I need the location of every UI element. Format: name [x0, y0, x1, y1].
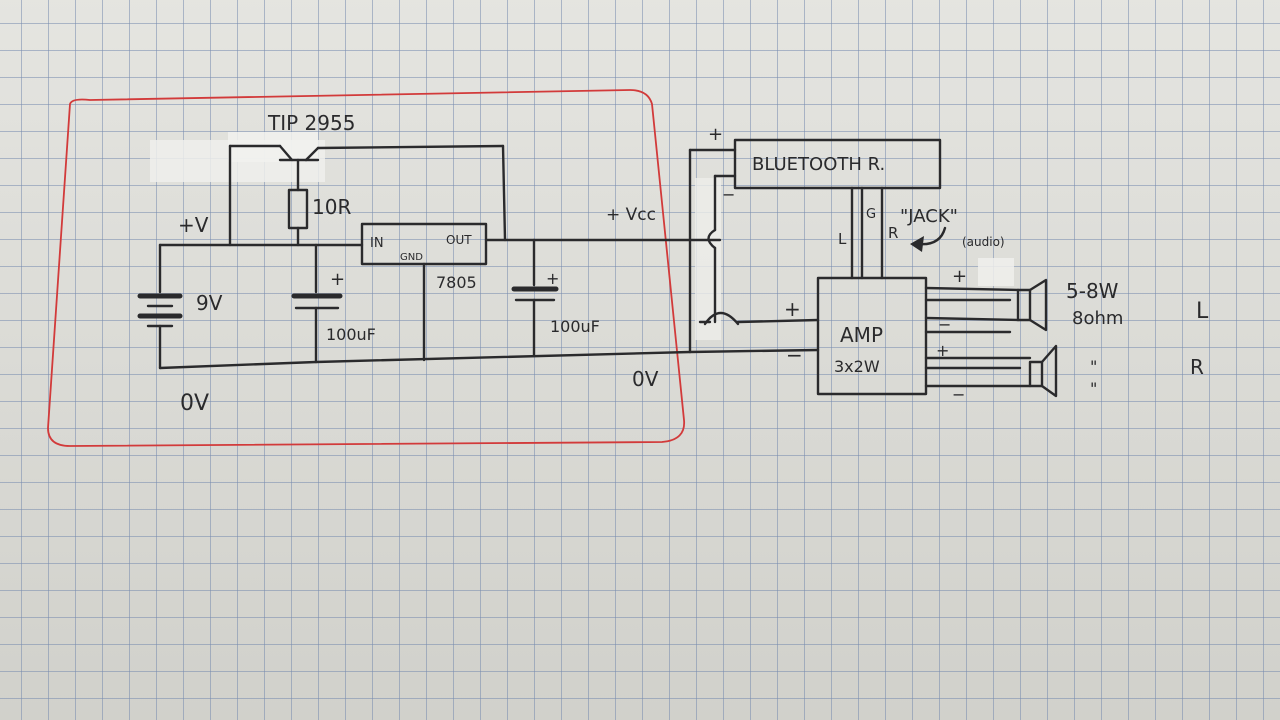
- amp-plus-label: +: [784, 297, 801, 321]
- out-l-plus-label: +: [952, 266, 967, 287]
- amp-name-label: AMP: [840, 323, 883, 347]
- transistor-collector: [304, 146, 320, 162]
- bluetooth-receiver: [733, 138, 942, 190]
- correction-tape: [978, 258, 1014, 286]
- speaker-left-cone: [1028, 278, 1048, 332]
- audio-l-label: L: [838, 230, 847, 248]
- speaker-impedance-label: 8ohm: [1072, 308, 1123, 329]
- jack-arrow-head: [910, 236, 924, 252]
- regulator-gnd-label: GND: [400, 252, 423, 263]
- audio-g-label: G: [866, 207, 876, 222]
- vcc-label: + Vcc: [606, 205, 656, 225]
- wire: [924, 286, 1020, 292]
- regulator-out-label: OUT: [446, 233, 472, 247]
- bt-plus-label: +: [708, 124, 723, 145]
- cap1-plus-label: +: [330, 269, 345, 290]
- zero-v-left-label: 0V: [180, 391, 209, 416]
- speaker-power-label: 5-8W: [1066, 279, 1119, 303]
- power-supply-outline: [47, 89, 685, 447]
- wire: [316, 144, 505, 150]
- audio-note-label: (audio): [962, 235, 1005, 249]
- correction-tape: [695, 178, 721, 340]
- speaker-right: [1028, 360, 1044, 388]
- ditto-mark: ": [1090, 357, 1097, 376]
- regulator-part-label: 7805: [436, 273, 477, 292]
- amplifier: [816, 276, 928, 396]
- out-r-minus-label: −: [952, 385, 965, 404]
- ditto-mark: ": [1090, 379, 1097, 398]
- speaker-r-label: R: [1190, 355, 1204, 379]
- regulator-in-label: IN: [370, 236, 384, 251]
- jack-label: "JACK": [900, 206, 958, 227]
- speaker-l-label: L: [1196, 299, 1209, 324]
- zero-v-right-label: 0V: [632, 367, 659, 391]
- resistor-10r: [287, 188, 309, 230]
- wire: [501, 144, 507, 242]
- cap2-plus-label: +: [546, 269, 559, 288]
- out-r-plus-label: +: [936, 341, 949, 360]
- speaker-left: [1016, 288, 1032, 322]
- resistor-label: 10R: [312, 195, 351, 219]
- wire: [736, 318, 820, 324]
- bt-minus-label: −: [722, 185, 735, 204]
- wire: [688, 348, 820, 354]
- speaker-right-cone: [1040, 344, 1058, 398]
- audio-r-label: R: [888, 224, 898, 242]
- bluetooth-label: BLUETOOTH R.: [752, 154, 885, 175]
- wire-crossover: [703, 311, 740, 326]
- wire-crossover: [707, 228, 717, 250]
- plus-v-label: +V: [178, 213, 209, 237]
- battery-label: 9V: [196, 291, 223, 315]
- cap2-value-label: 100uF: [550, 317, 600, 336]
- out-l-minus-label: −: [938, 315, 951, 334]
- amp-power-label: 3x2W: [834, 357, 880, 376]
- ground-rail: [314, 350, 692, 364]
- amp-minus-label: −: [786, 343, 803, 367]
- wire: [924, 316, 1020, 322]
- transistor-label: TIP 2955: [267, 111, 355, 135]
- transistor-emitter: [278, 144, 294, 162]
- cap1-value-label: 100uF: [326, 325, 376, 344]
- ground-rail: [158, 360, 318, 370]
